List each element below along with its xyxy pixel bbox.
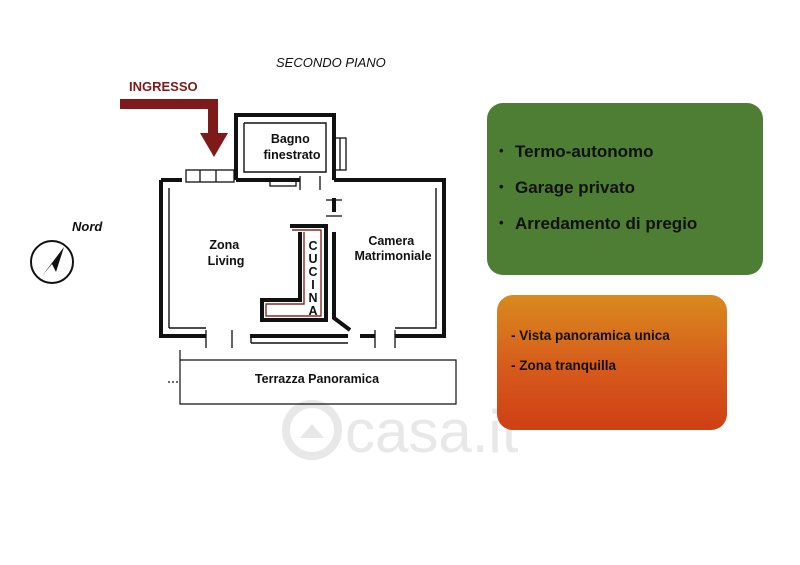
list-item: • Garage privato — [499, 169, 763, 205]
feature-text: Arredamento di pregio — [515, 214, 698, 233]
kitchen-letter: U — [308, 252, 317, 266]
feature-text: Garage privato — [515, 178, 635, 197]
bullet: • — [499, 215, 504, 230]
entrance-label: INGRESSO — [129, 79, 198, 94]
bullet: • — [499, 179, 504, 194]
bathroom-label-line2: finestrato — [264, 148, 321, 162]
kitchen-letter: N — [308, 291, 317, 305]
bedroom-label-line1: Camera — [368, 234, 415, 248]
floor-title: SECONDO PIANO — [276, 55, 386, 70]
svg-text:Camera Matrimoniale: Camera Matrimoniale — [354, 234, 431, 263]
living-label-line1: Zona — [209, 238, 240, 252]
compass-icon — [30, 240, 74, 284]
kitchen-letter: A — [308, 304, 317, 318]
kitchen-label: C U C I N A — [308, 239, 317, 318]
highlights-list: - Vista panoramica unica - Zona tranquil… — [511, 321, 727, 381]
kitchen-letter: C — [308, 265, 317, 279]
watermark-text: casa.it — [345, 398, 519, 465]
kitchen-letter: I — [311, 278, 314, 292]
entrance-arrow-icon — [120, 99, 228, 157]
features-list: • Termo-autonomo • Garage privato • Arredam… — [499, 133, 763, 241]
kitchen-letter: C — [308, 239, 317, 253]
bullet: • — [499, 143, 504, 158]
bathroom-label-line1: Bagno — [271, 132, 310, 146]
north-label: Nord — [72, 219, 103, 234]
features-box: • Termo-autonomo • Garage privato • Arredam… — [487, 103, 763, 275]
svg-text:Bagno finestrato: Bagno finestrato — [264, 132, 321, 162]
feature-text: Termo-autonomo — [515, 142, 654, 161]
walls — [159, 113, 446, 338]
kitchen-outline — [265, 229, 322, 317]
living-label-line2: Living — [208, 254, 245, 268]
watermark: casa.it — [282, 398, 519, 465]
list-item: - Zona tranquilla — [511, 358, 617, 373]
list-item: • Termo-autonomo — [499, 133, 763, 169]
list-item: - Vista panoramica unica — [511, 328, 670, 343]
svg-text:Zona Living: Zona Living — [208, 238, 245, 268]
terrace-label: Terrazza Panoramica — [255, 372, 380, 386]
bedroom-label-line2: Matrimoniale — [354, 249, 431, 263]
terrace — [168, 350, 457, 405]
highlights-box: - Vista panoramica unica - Zona tranquil… — [497, 295, 727, 430]
list-item: • Arredamento di pregio — [499, 205, 763, 241]
